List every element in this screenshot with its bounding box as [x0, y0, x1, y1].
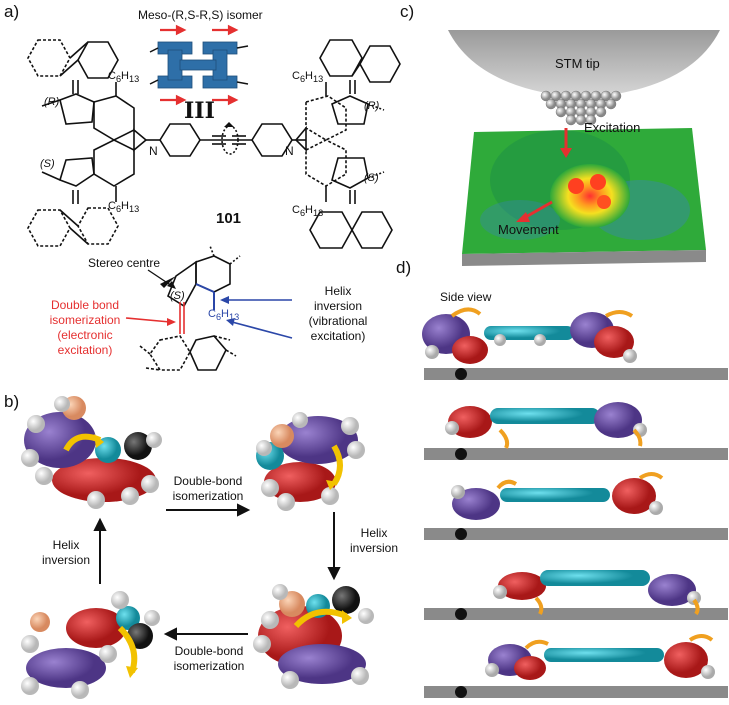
- panel-label-d: d): [396, 258, 412, 277]
- isomer-title: Meso-(R,S-R,S) isomer: [138, 8, 263, 22]
- hexyl-label-detail: C6H13: [208, 308, 240, 323]
- side-view-molecule-2: [445, 402, 647, 449]
- model-3: [253, 584, 374, 689]
- compound-number: 101: [216, 210, 242, 227]
- nitrogen-left: N: [149, 144, 158, 158]
- chirality-left-top: (R): [44, 96, 60, 108]
- side-view-molecule-4: [493, 570, 701, 616]
- chirality-right-bottom: (S): [364, 172, 379, 184]
- helix-inversion-label: Helix inversion (vibrational excitation): [308, 284, 368, 343]
- model-1: [21, 396, 162, 509]
- side-view-molecule-1: [422, 307, 637, 364]
- chirality-left-bottom: (S): [40, 158, 55, 170]
- panel-label-b: b): [4, 392, 20, 411]
- movement-label: Movement: [498, 222, 559, 237]
- panel-label-a: a): [4, 2, 20, 21]
- stereo-roman: III: [184, 98, 215, 124]
- side-view-molecule-5: [485, 634, 715, 680]
- hexyl-label-3: C6H13: [292, 70, 324, 85]
- detail-chirality: (S): [170, 290, 185, 302]
- nitrogen-right: N: [285, 144, 294, 158]
- model-4: [21, 591, 160, 699]
- hexyl-label-1: C6H13: [108, 70, 140, 85]
- side-view-molecule-3: [451, 472, 664, 520]
- model-2: [256, 412, 365, 511]
- side-view-label: Side view: [440, 290, 492, 304]
- panel-label-c: c): [400, 2, 415, 21]
- chirality-right-top: (R): [364, 100, 380, 112]
- excitation-label: Excitation: [584, 120, 641, 135]
- hexyl-label-4: C6H13: [292, 204, 324, 219]
- hexyl-label-2: C6H13: [108, 200, 140, 215]
- double-bond-label: Double bond isomerization (electronic ex…: [49, 298, 121, 357]
- stereo-centre-label: Stereo centre: [88, 256, 161, 270]
- stm-tip-label: STM tip: [555, 56, 600, 71]
